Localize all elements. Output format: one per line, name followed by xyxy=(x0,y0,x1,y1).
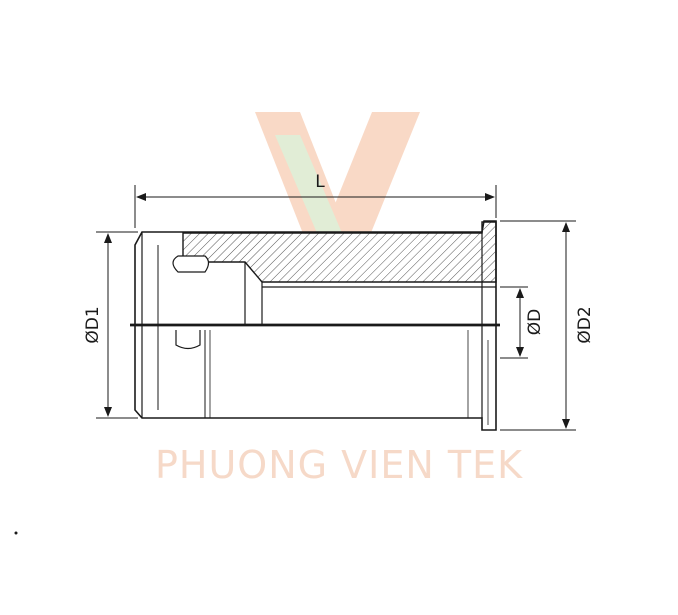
dimension-outer-body: ØD1 xyxy=(83,231,138,419)
dimension-length: L xyxy=(134,172,497,228)
sleeve-body xyxy=(130,220,500,431)
dimension-label-length: L xyxy=(315,172,325,192)
dimension-label-flange: ØD2 xyxy=(575,306,595,343)
dimension-flange: ØD2 xyxy=(500,220,595,431)
watermark-brand-text: PHUONG VIEN TEK xyxy=(155,443,523,487)
dimension-label-inner-bore: ØD xyxy=(525,309,545,335)
upper-slot xyxy=(172,255,210,273)
dimension-label-outer-body: ØD1 xyxy=(83,306,103,343)
dimension-inner-bore: ØD xyxy=(500,286,545,359)
stray-dot xyxy=(14,531,18,535)
lower-slot xyxy=(175,330,201,350)
